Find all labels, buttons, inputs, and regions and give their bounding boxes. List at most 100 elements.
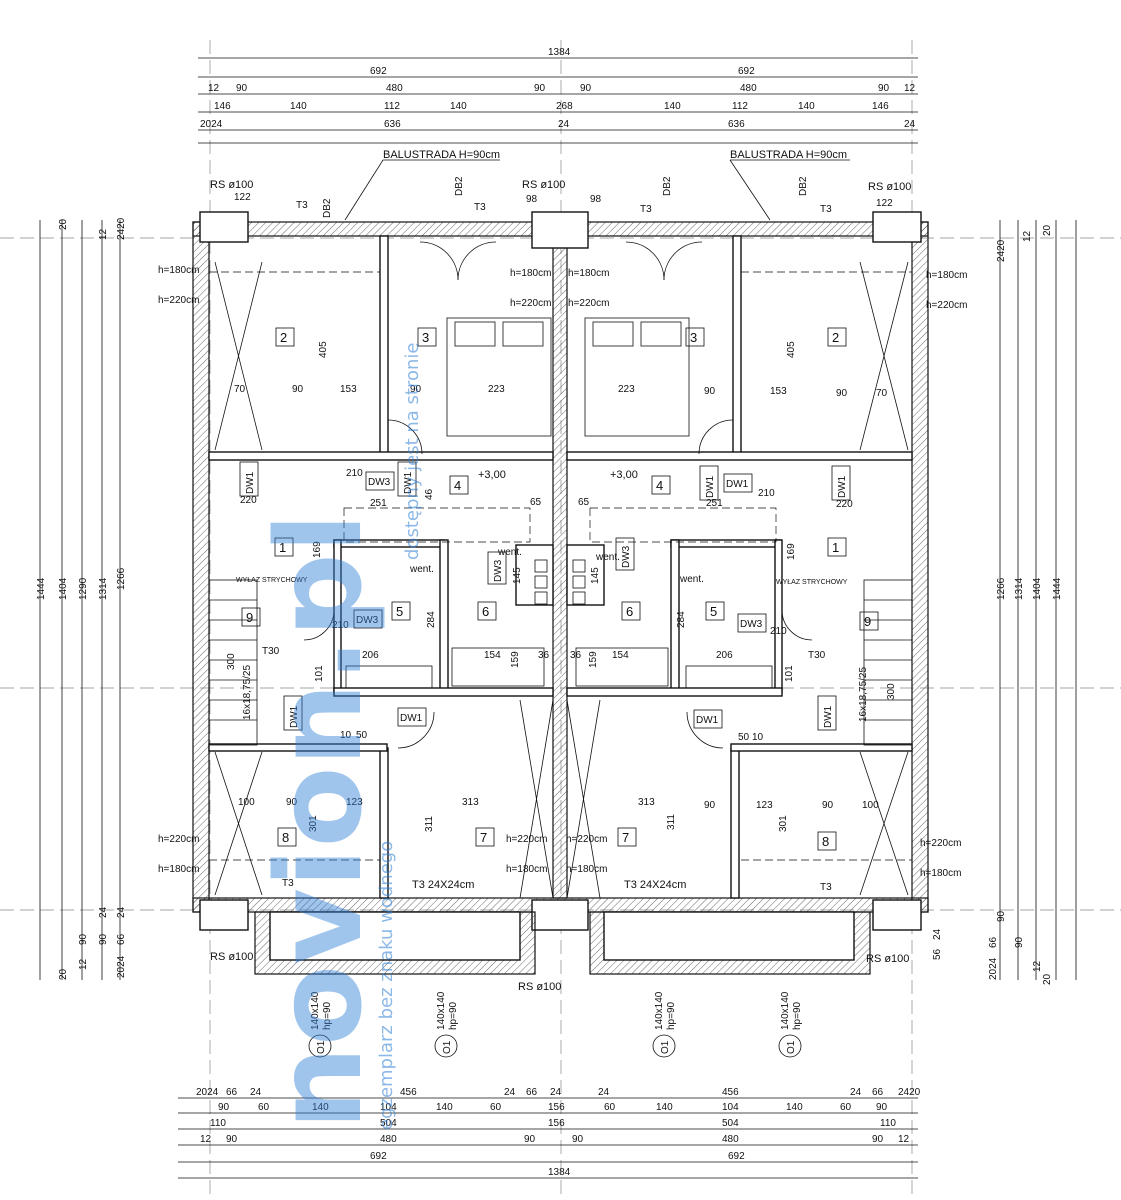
dim-220-right: 220 xyxy=(836,499,853,510)
dim-70-right: 70 xyxy=(876,388,888,399)
room-8-right: 8 xyxy=(822,834,829,849)
dw1-a: DW1 xyxy=(245,471,256,494)
room-4-right: 4 xyxy=(656,478,663,493)
left-dimensions: 1444 1404 1290 1314 1266 2420 12 20 20 1… xyxy=(36,217,127,980)
rs-top-center: RS ø100 xyxy=(522,179,565,191)
dim-bot-half-right: 692 xyxy=(728,1151,745,1162)
dim-100-right: 100 xyxy=(862,800,879,811)
dim-bot-r4-0: 12 xyxy=(200,1134,212,1145)
dim-101-left: 101 xyxy=(314,665,325,682)
dim-right-7: 2024 xyxy=(988,957,999,980)
dim-top-r4-4: 268 xyxy=(556,101,573,112)
t3-top-cl: T3 xyxy=(474,202,486,213)
dim-left-3: 1314 xyxy=(98,577,109,600)
dim-bot-r2-7: 60 xyxy=(604,1102,616,1113)
dim-101-right: 101 xyxy=(784,665,795,682)
dim-90-b: 90 xyxy=(410,384,422,395)
h220-right: h=220cm xyxy=(926,300,967,311)
dim-top-half-right: 692 xyxy=(738,66,755,77)
h180-br: h=180cm xyxy=(920,868,961,879)
svg-text:140x140: 140x140 xyxy=(436,991,447,1030)
dim-left-13: 24 xyxy=(116,906,127,918)
watermark: novion.pl egzemplarz bez znaku wodnego d… xyxy=(250,343,423,1131)
room-9-left: 9 xyxy=(246,610,253,625)
svg-text:hp=90: hp=90 xyxy=(322,1001,333,1030)
h220-cl: h=220cm xyxy=(510,298,551,309)
dw3-b: DW3 xyxy=(356,615,379,626)
room-9-right: 9 xyxy=(864,614,871,629)
dim-left-5: 2420 xyxy=(116,217,127,240)
window-o1-1: O1 140x140 hp=90 xyxy=(308,991,333,1058)
dim-bot-r1-7: 24 xyxy=(598,1087,610,1098)
dim-top-r4-6: 112 xyxy=(732,101,748,112)
annotations: BALUSTRADA H=90cm BALUSTRADA H=90cm RS ø… xyxy=(158,149,967,1058)
rs-bottom-right: RS ø100 xyxy=(866,953,909,965)
h180-right: h=180cm xyxy=(926,270,967,281)
dim-left-0: 1444 xyxy=(36,577,47,600)
svg-text:O1: O1 xyxy=(442,1040,453,1054)
dim-bot-r1-10: 66 xyxy=(872,1087,884,1098)
dim-90-g: 90 xyxy=(822,800,834,811)
svg-text:O1: O1 xyxy=(786,1040,797,1054)
dim-bot-r3-3: 504 xyxy=(722,1118,739,1129)
dim-bot-r2-2: 140 xyxy=(312,1102,329,1113)
dim-top-r4-0: 146 xyxy=(214,101,231,112)
dim-top-half-left: 692 xyxy=(370,66,387,77)
dim-210-c: 210 xyxy=(332,620,349,631)
dw1-b: DW1 xyxy=(403,471,414,494)
dim-46: 46 xyxy=(424,488,435,500)
dim-50-right: 50 xyxy=(738,732,750,743)
dim-300-left: 300 xyxy=(226,653,237,670)
dim-top-r3-0: 12 xyxy=(208,83,220,94)
room-6-left: 6 xyxy=(482,604,489,619)
rs-top-left: RS ø100 xyxy=(210,179,253,191)
dim-top-r4-8: 146 xyxy=(872,101,889,112)
dim-122-right: 122 xyxy=(876,198,893,209)
dim-154-left: 154 xyxy=(484,650,501,661)
dim-left-12: 66 xyxy=(116,933,127,945)
dim-210-d: 210 xyxy=(770,626,787,637)
dim-bot-r2-12: 90 xyxy=(876,1102,888,1113)
h180-bcr: h=180cm xyxy=(566,864,607,875)
dim-36-left: 36 xyxy=(538,650,550,661)
dw1-i: DW1 xyxy=(823,705,834,728)
dim-169-right: 169 xyxy=(786,543,797,560)
dim-top-r5-4: 24 xyxy=(904,119,916,130)
dim-bot-r4-6: 90 xyxy=(872,1134,884,1145)
dim-210-a: 210 xyxy=(346,468,363,479)
dim-bot-r1-9: 24 xyxy=(850,1087,862,1098)
dim-223-right: 223 xyxy=(618,384,635,395)
dim-bot-r2-11: 60 xyxy=(840,1102,852,1113)
dim-65-left: 65 xyxy=(530,497,542,508)
dim-bot-r1-8: 456 xyxy=(722,1087,739,1098)
t30-left: T30 xyxy=(262,646,280,657)
rs-bottom-center: RS ø100 xyxy=(518,981,561,993)
dw3-a: DW3 xyxy=(368,477,391,488)
dim-top-r3-4: 90 xyxy=(580,83,592,94)
dim-123-left: 123 xyxy=(346,797,363,808)
dim-bot-r1-2: 24 xyxy=(250,1087,262,1098)
dim-bot-r2-6: 156 xyxy=(548,1102,565,1113)
dim-right-8: 66 xyxy=(988,936,999,948)
room-6-right: 6 xyxy=(626,604,633,619)
dim-right-5: 1404 xyxy=(1032,577,1043,600)
t3-tile-left: T3 24X24cm xyxy=(412,879,474,891)
dim-bot-r2-4: 140 xyxy=(436,1102,453,1113)
dim-bot-r2-10: 140 xyxy=(786,1102,803,1113)
h220-bl: h=220cm xyxy=(158,834,199,845)
dim-top-r5-1: 636 xyxy=(384,119,401,130)
dim-bot-r1-3: 456 xyxy=(400,1087,417,1098)
dim-313-right: 313 xyxy=(638,797,655,808)
dw1-d: DW1 xyxy=(726,479,749,490)
dim-90-e: 90 xyxy=(286,797,298,808)
dim-145-right: 145 xyxy=(590,567,601,584)
dw1-g: DW1 xyxy=(696,715,719,726)
balustrade-right-label: BALUSTRADA H=90cm xyxy=(730,149,847,161)
db2-1: DB2 xyxy=(322,198,333,218)
t3-bottom-right: T3 xyxy=(820,882,832,893)
level-right: +3,00 xyxy=(610,469,638,481)
dim-36-right: 36 xyxy=(570,650,582,661)
dim-top-r4-5: 140 xyxy=(664,101,681,112)
dim-top-r3-7: 12 xyxy=(904,83,916,94)
